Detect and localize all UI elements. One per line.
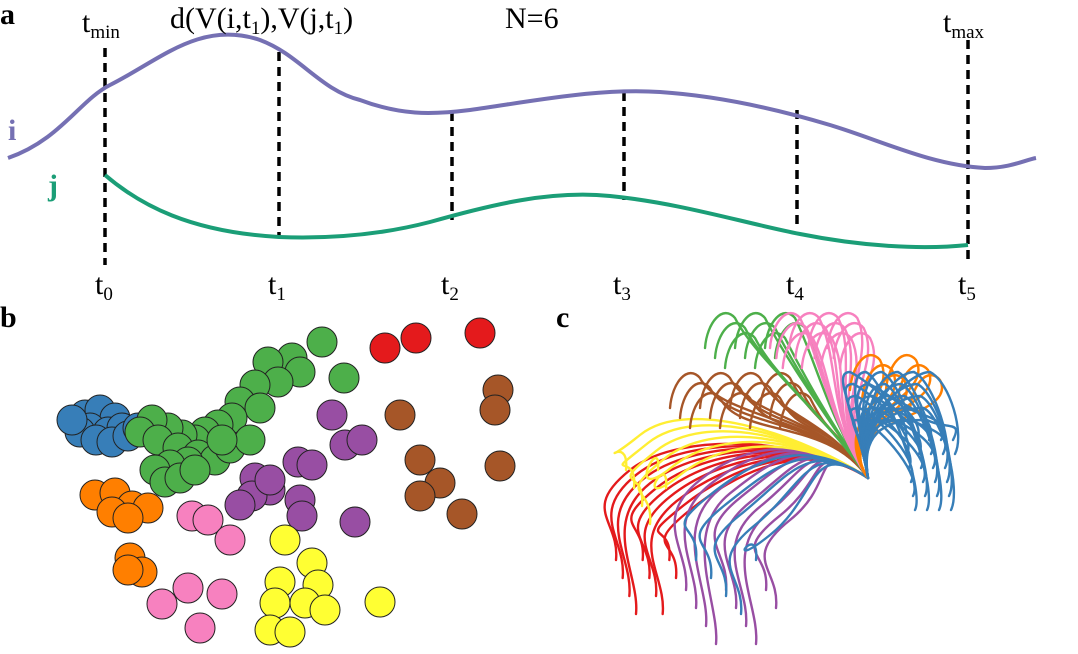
cluster-point-purple xyxy=(224,489,256,521)
tick-t1: t1 xyxy=(268,268,286,305)
trajectory-blue xyxy=(865,406,956,512)
cluster-point-yellow xyxy=(269,524,301,556)
cluster-point-green xyxy=(206,424,238,456)
cluster-point-yellow xyxy=(364,586,396,618)
cluster-point-brown xyxy=(384,399,416,431)
cluster-point-green xyxy=(306,326,338,358)
panel-a-letter: a xyxy=(0,0,15,31)
cluster-point-orange xyxy=(112,554,144,586)
cluster-point-pink xyxy=(172,572,204,604)
curve-j-label: j xyxy=(47,169,58,202)
trajectory-purple xyxy=(763,460,870,610)
cluster-point-brown xyxy=(404,480,436,512)
trajectory-blue xyxy=(743,463,870,562)
cluster-point-brown xyxy=(479,394,511,426)
cluster-point-orange xyxy=(112,502,144,534)
trajectory-blue xyxy=(713,459,870,598)
trajectory-brown xyxy=(718,391,870,480)
cluster-point-purple xyxy=(286,500,318,532)
trajectory-blue xyxy=(865,370,960,480)
trajectory-blue xyxy=(698,457,870,580)
trajectory-blue xyxy=(728,461,870,616)
trajectory-brown xyxy=(688,391,870,480)
cluster-point-yellow xyxy=(259,587,291,619)
tick-t2: t2 xyxy=(441,268,459,305)
curve-i-label: i xyxy=(8,114,16,147)
time-markers xyxy=(103,40,970,265)
trajectory-green xyxy=(723,331,870,480)
trajectory-bundle xyxy=(603,311,960,646)
trajectory-blue xyxy=(683,454,870,562)
trajectory-yellow xyxy=(653,445,870,490)
panel-b: b xyxy=(0,301,516,648)
t-min-label: tmin xyxy=(82,6,120,43)
cluster-point-red xyxy=(400,322,432,354)
cluster-point-red xyxy=(464,317,496,349)
cluster-point-pink xyxy=(214,524,246,556)
panel-b-letter: b xyxy=(0,301,17,334)
tick-t3: t3 xyxy=(613,268,631,305)
cluster-point-brown xyxy=(484,450,516,482)
tick-t5: t5 xyxy=(958,268,976,305)
t-max-label: tmax xyxy=(943,6,985,43)
cluster-point-blue xyxy=(56,404,88,436)
trajectory-blue xyxy=(865,418,958,480)
cluster-point-purple xyxy=(346,424,378,456)
cluster-point-purple xyxy=(316,399,348,431)
cluster-point-green xyxy=(244,392,276,424)
cluster-point-pink xyxy=(184,612,216,644)
cluster-point-yellow xyxy=(274,616,306,648)
panel-c-letter: c xyxy=(556,301,569,334)
cluster-point-purple xyxy=(254,464,286,496)
cluster-scatter xyxy=(56,317,516,648)
tick-t0: t0 xyxy=(95,268,113,305)
cluster-point-green xyxy=(234,424,266,456)
tick-t4: t4 xyxy=(786,268,804,305)
panel-c: c xyxy=(556,301,960,646)
panel-a: a i j tmin d(V(i,t1),V(j,t1) N=6 tmax t0… xyxy=(0,0,1037,305)
time-tick-labels: t0 t1 t2 t3 t4 t5 xyxy=(95,268,976,305)
n-count-label: N=6 xyxy=(505,2,559,35)
cluster-point-purple xyxy=(296,449,328,481)
cluster-point-brown xyxy=(404,444,436,476)
curve-j xyxy=(103,173,969,250)
cluster-point-pink xyxy=(146,588,178,620)
cluster-point-red xyxy=(369,332,401,364)
distance-label: d(V(i,t1),V(j,t1) xyxy=(170,2,353,39)
cluster-point-pink xyxy=(206,578,238,610)
cluster-point-yellow xyxy=(309,594,341,626)
curve-i xyxy=(7,32,1037,171)
cluster-point-green xyxy=(179,454,211,486)
cluster-point-brown xyxy=(446,498,478,530)
cluster-point-green xyxy=(328,362,360,394)
cluster-point-pink xyxy=(192,504,224,536)
cluster-point-purple xyxy=(339,506,371,538)
trajectory-pink xyxy=(838,331,876,480)
